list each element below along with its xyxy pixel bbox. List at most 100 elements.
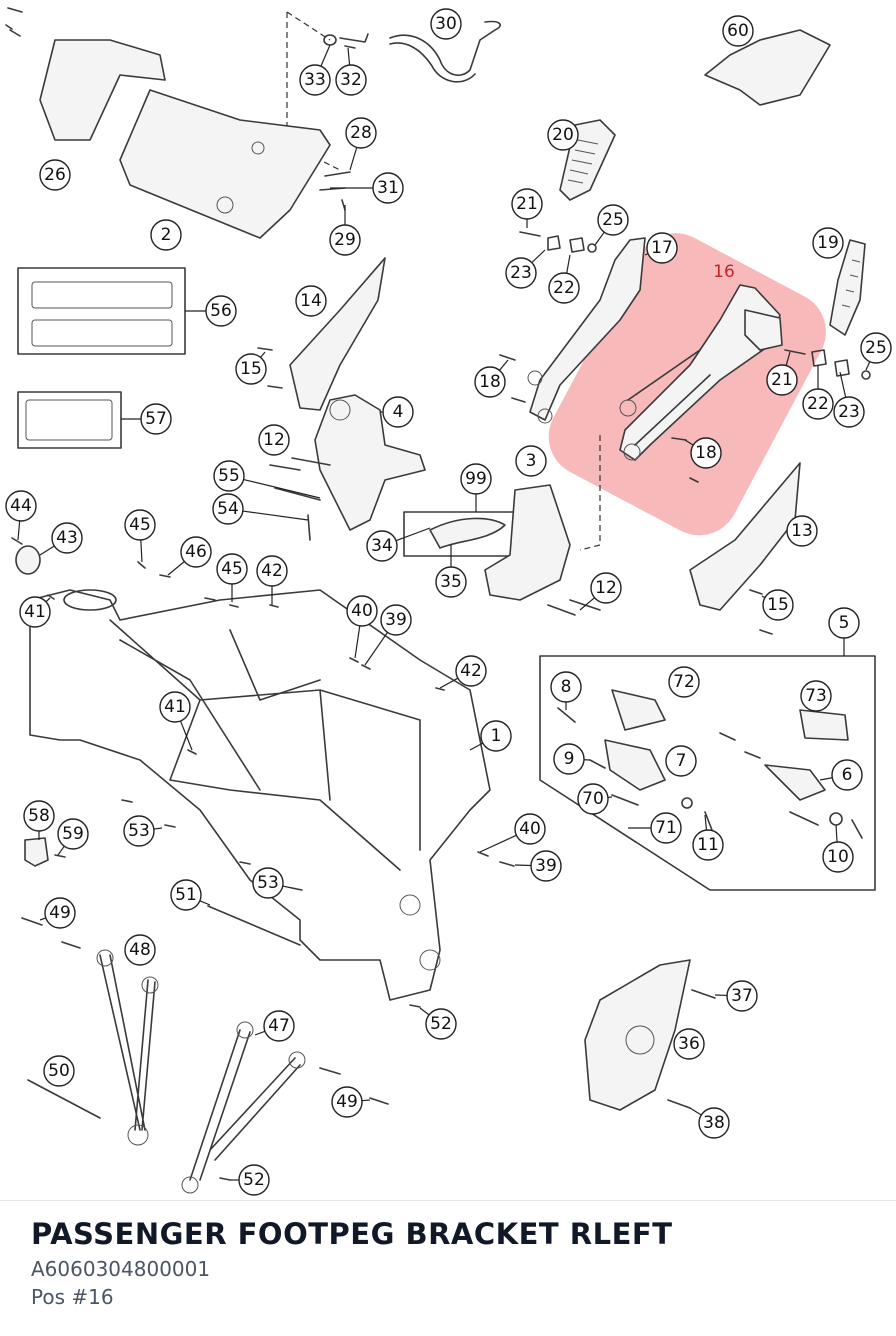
callout-label: 10	[827, 847, 849, 867]
callout-99[interactable]: 99	[461, 464, 491, 494]
callout-41[interactable]: 41	[160, 692, 190, 722]
callout-51[interactable]: 51	[171, 880, 201, 910]
callout-6[interactable]: 6	[832, 760, 862, 790]
callout-15[interactable]: 15	[763, 590, 793, 620]
callout-10[interactable]: 10	[823, 842, 853, 872]
callout-59[interactable]: 59	[58, 819, 88, 849]
leader-line	[365, 632, 387, 665]
callout-11[interactable]: 11	[693, 830, 723, 860]
callout-3[interactable]: 3	[516, 446, 546, 476]
callout-18[interactable]: 18	[475, 367, 505, 397]
leader-line	[58, 846, 64, 855]
callout-1[interactable]: 1	[481, 721, 511, 751]
leader-line	[515, 865, 531, 866]
callout-32[interactable]: 32	[336, 65, 366, 95]
callout-12[interactable]: 12	[259, 425, 289, 455]
callout-34[interactable]: 34	[367, 531, 397, 561]
callout-35[interactable]: 35	[436, 567, 466, 597]
leader-line	[168, 562, 184, 575]
callout-57[interactable]: 57	[141, 404, 171, 434]
callout-2[interactable]: 2	[151, 220, 181, 250]
callout-71[interactable]: 71	[651, 813, 681, 843]
callout-21[interactable]: 21	[512, 189, 542, 219]
callout-label: 16	[713, 262, 735, 282]
callout-53[interactable]: 53	[253, 868, 283, 898]
callout-23[interactable]: 23	[834, 397, 864, 427]
callout-8[interactable]: 8	[551, 672, 581, 702]
callout-50[interactable]: 50	[44, 1056, 74, 1086]
callout-37[interactable]: 37	[727, 981, 757, 1011]
callout-13[interactable]: 13	[787, 516, 817, 546]
callout-29[interactable]: 29	[330, 225, 360, 255]
callout-30[interactable]: 30	[431, 9, 461, 39]
callout-41[interactable]: 41	[20, 597, 50, 627]
callout-46[interactable]: 46	[181, 537, 211, 567]
callout-55[interactable]: 55	[214, 461, 244, 491]
callout-48[interactable]: 48	[125, 935, 155, 965]
callout-70[interactable]: 70	[578, 784, 608, 814]
callout-label: 8	[561, 677, 572, 697]
callout-43[interactable]: 43	[52, 523, 82, 553]
leader-line	[690, 1108, 701, 1115]
callout-45[interactable]: 45	[125, 510, 155, 540]
callout-5[interactable]: 5	[829, 608, 859, 638]
leader-line	[836, 825, 837, 842]
callout-25[interactable]: 25	[861, 333, 891, 363]
callout-28[interactable]: 28	[346, 118, 376, 148]
callout-33[interactable]: 33	[300, 65, 330, 95]
callout-4[interactable]: 4	[383, 397, 413, 427]
callout-15[interactable]: 15	[236, 354, 266, 384]
callout-18[interactable]: 18	[691, 438, 721, 468]
callout-21[interactable]: 21	[767, 365, 797, 395]
callout-52[interactable]: 52	[239, 1165, 269, 1195]
callout-26[interactable]: 26	[40, 160, 70, 190]
callout-47[interactable]: 47	[264, 1011, 294, 1041]
callout-40[interactable]: 40	[515, 814, 545, 844]
callout-12[interactable]: 12	[591, 573, 621, 603]
leader-line	[154, 828, 162, 829]
leader-line	[362, 1100, 370, 1101]
callout-label: 40	[351, 601, 373, 621]
callout-56[interactable]: 56	[206, 296, 236, 326]
callout-39[interactable]: 39	[381, 605, 411, 635]
callout-label: 60	[727, 21, 749, 41]
callout-60[interactable]: 60	[723, 16, 753, 46]
callout-23[interactable]: 23	[506, 258, 536, 288]
callout-42[interactable]: 42	[456, 656, 486, 686]
callout-49[interactable]: 49	[332, 1087, 362, 1117]
callout-73[interactable]: 73	[801, 681, 831, 711]
callout-22[interactable]: 22	[803, 389, 833, 419]
callout-53[interactable]: 53	[124, 816, 154, 846]
callout-label: 44	[10, 496, 32, 516]
callout-19[interactable]: 19	[813, 228, 843, 258]
callout-44[interactable]: 44	[6, 491, 36, 521]
callout-36[interactable]: 36	[674, 1029, 704, 1059]
callout-label: 54	[217, 499, 239, 519]
callout-72[interactable]: 72	[669, 667, 699, 697]
callout-45[interactable]: 45	[217, 554, 247, 584]
callout-38[interactable]: 38	[699, 1108, 729, 1138]
callout-25[interactable]: 25	[598, 205, 628, 235]
callout-label: 18	[695, 443, 717, 463]
part-number: A6060304800001	[31, 1257, 210, 1281]
callout-39[interactable]: 39	[531, 851, 561, 881]
callout-9[interactable]: 9	[554, 744, 584, 774]
callout-7[interactable]: 7	[666, 746, 696, 776]
callout-label: 45	[221, 559, 243, 579]
callout-label: 57	[145, 409, 167, 429]
callout-17[interactable]: 17	[647, 233, 677, 263]
callout-52[interactable]: 52	[426, 1009, 456, 1039]
callout-20[interactable]: 20	[548, 120, 578, 150]
callout-58[interactable]: 58	[24, 801, 54, 831]
callout-31[interactable]: 31	[373, 173, 403, 203]
callout-40[interactable]: 40	[347, 596, 377, 626]
callout-label: 7	[676, 751, 687, 771]
callout-14[interactable]: 14	[296, 286, 326, 316]
callout-42[interactable]: 42	[257, 556, 287, 586]
callout-label: 22	[807, 394, 829, 414]
callout-49[interactable]: 49	[45, 898, 75, 928]
callout-54[interactable]: 54	[213, 494, 243, 524]
callout-label: 2	[161, 225, 172, 245]
callout-label: 53	[257, 873, 279, 893]
callout-22[interactable]: 22	[549, 273, 579, 303]
